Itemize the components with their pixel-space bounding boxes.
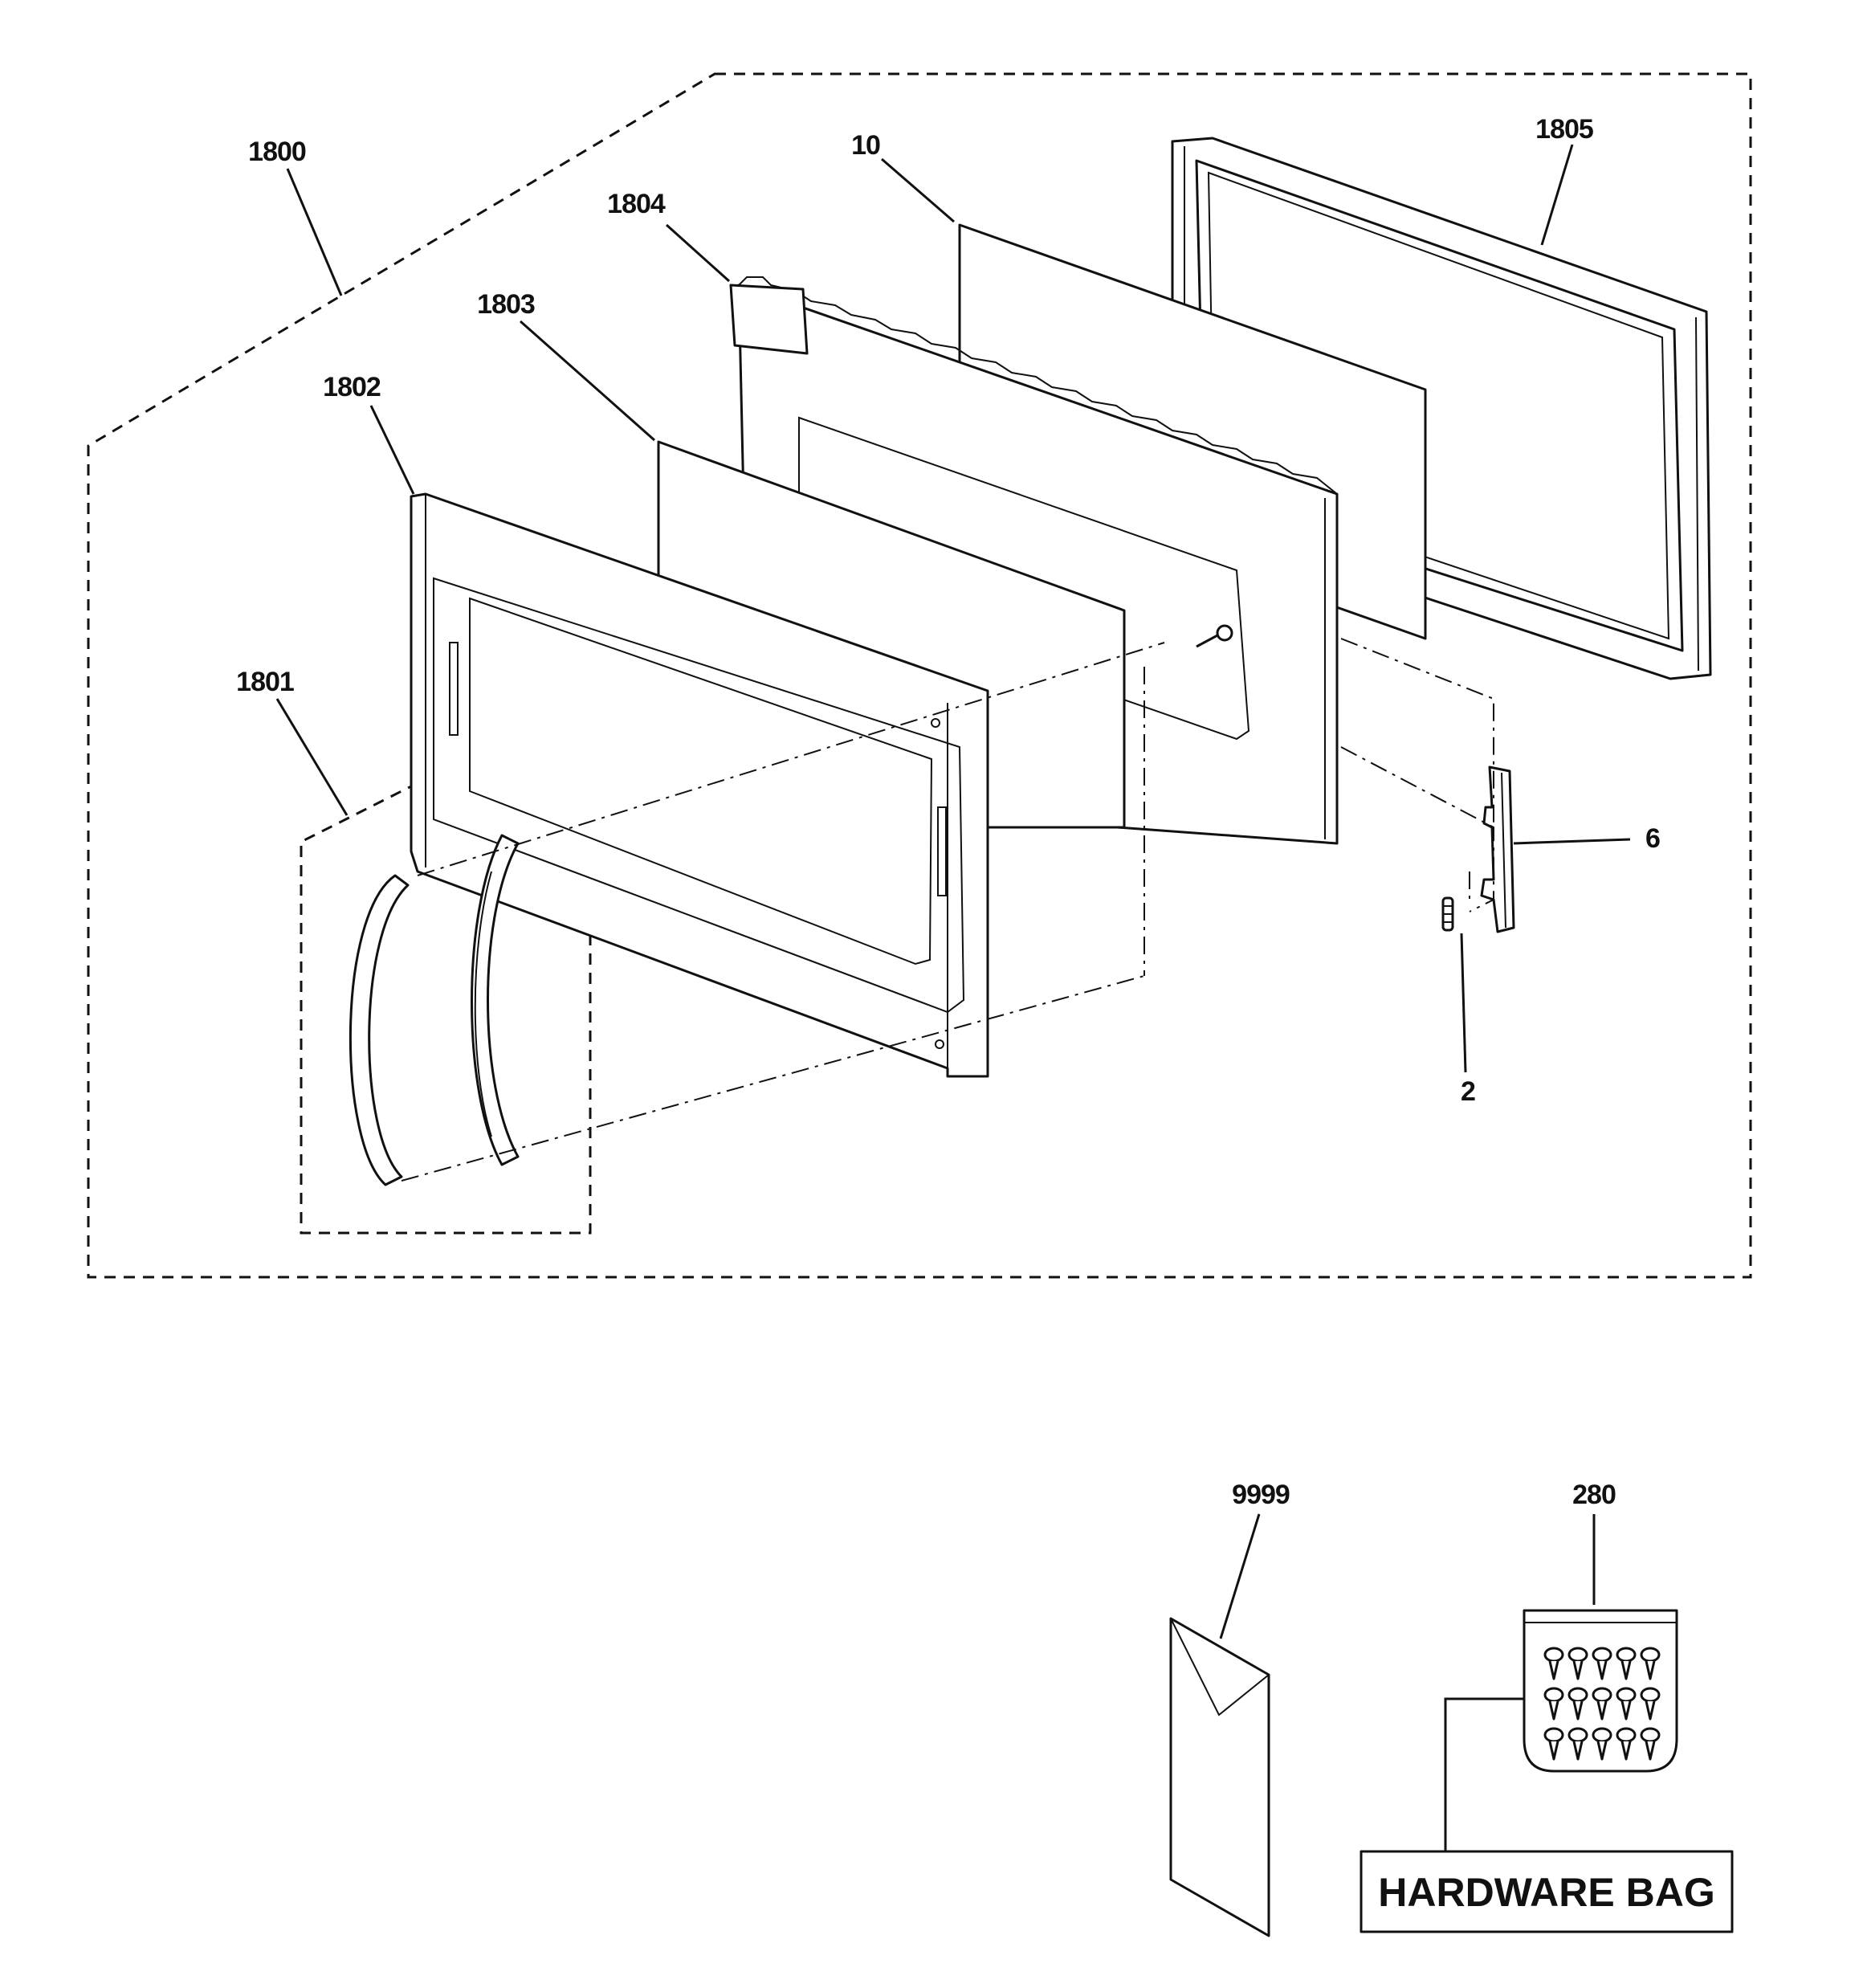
- screw-shank: [1645, 1700, 1656, 1721]
- handle-1801: [349, 834, 520, 1186]
- label-280: 280: [1572, 1480, 1616, 1510]
- screw-shank: [1645, 1660, 1656, 1680]
- assembly-1800-boundary: [87, 72, 1752, 1279]
- label-9999: 9999: [1232, 1480, 1290, 1510]
- label-2: 2: [1461, 1076, 1475, 1107]
- screw-head: [1640, 1727, 1661, 1743]
- screw-shank: [1596, 1660, 1608, 1680]
- label-1801: 1801: [236, 667, 294, 697]
- hardware-bag-text: HARDWARE BAG: [1378, 1870, 1714, 1915]
- screw-head: [1616, 1727, 1637, 1743]
- screw-shank: [1620, 1741, 1632, 1761]
- screw-head: [1640, 1647, 1661, 1663]
- part-labels: 1800 1802 1801 1803 1804 10 1805 6 2 999…: [236, 114, 1715, 1915]
- screw-head: [1567, 1647, 1588, 1663]
- leader-lines: [275, 144, 1631, 1639]
- door-frame-1802: [410, 492, 989, 1078]
- label-1804: 1804: [607, 189, 666, 219]
- screw-head: [1567, 1687, 1588, 1703]
- label-1803: 1803: [477, 289, 535, 320]
- screw-head: [1567, 1727, 1588, 1743]
- assembly-1801-boundary: [300, 786, 592, 1235]
- literature-envelope-9999: [1169, 1617, 1270, 1937]
- screw-shank: [1548, 1741, 1559, 1761]
- latch-6: [1480, 765, 1515, 933]
- screw-head: [1640, 1687, 1661, 1703]
- screw-shank: [1620, 1660, 1632, 1680]
- screw-head: [1543, 1687, 1564, 1703]
- screw-shank: [1572, 1741, 1584, 1761]
- screw-shank: [1572, 1700, 1584, 1721]
- screw-shank: [1572, 1660, 1584, 1680]
- label-6: 6: [1645, 823, 1660, 854]
- screw: [1196, 624, 1233, 648]
- screw-shank: [1620, 1700, 1632, 1721]
- screw-shank: [1596, 1700, 1608, 1721]
- screw-head: [1543, 1647, 1564, 1663]
- screw-shank: [1548, 1700, 1559, 1721]
- screw-head: [1543, 1727, 1564, 1743]
- alignment-lines: [401, 638, 1494, 1182]
- label-1805: 1805: [1535, 114, 1593, 145]
- screw-head: [1592, 1687, 1612, 1703]
- screw-head: [1592, 1727, 1612, 1743]
- label-1802: 1802: [323, 372, 381, 402]
- screw-shank: [1645, 1741, 1656, 1761]
- spring-2: [1441, 896, 1454, 932]
- screw-head: [1592, 1647, 1612, 1663]
- screw-shank: [1596, 1741, 1608, 1761]
- screw-shank: [1548, 1660, 1559, 1680]
- hardware-bag-connector: [1444, 1697, 1524, 1851]
- label-10: 10: [851, 130, 880, 161]
- hardware-bag-280: [1523, 1609, 1678, 1773]
- screw-head: [1616, 1647, 1637, 1663]
- screw-head: [1616, 1687, 1637, 1703]
- hardware-bag-box: [1360, 1850, 1734, 1933]
- label-1800: 1800: [248, 137, 306, 167]
